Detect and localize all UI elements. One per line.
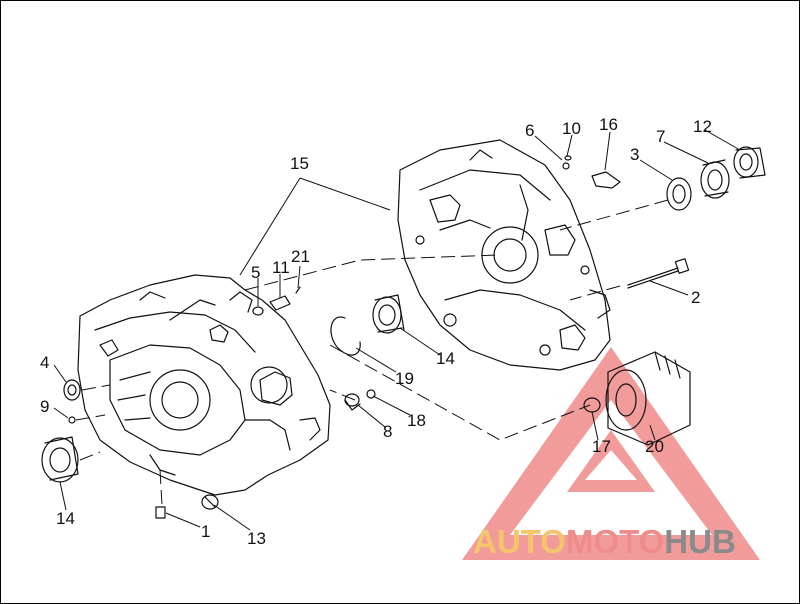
callout-15: 15 [290,154,309,173]
callout-4: 4 [40,353,50,372]
assembly-lines [75,199,669,506]
callout-16: 16 [599,115,618,134]
sleeve-12 [733,146,766,179]
parts-6-10 [562,155,572,170]
left-crankcase [77,274,331,496]
sensor-11 [269,295,291,311]
callout-7: 7 [656,127,666,146]
fitting-1 [155,506,166,519]
seal-4 [63,379,81,401]
bearing-14-left [41,436,79,483]
callout-14-left: 14 [56,509,75,528]
seal-3 [666,177,692,211]
callout-8: 8 [383,422,393,441]
callout-17: 17 [592,437,611,456]
callout-5: 5 [251,263,261,282]
watermark-logo: AUTOMOTOHUB [473,523,736,561]
callout-19: 19 [395,369,414,388]
leader-lines [53,129,741,531]
callout-9: 9 [40,397,50,416]
o-ring-5 [252,306,264,316]
callout-18: 18 [407,411,426,430]
plate-16 [591,171,621,189]
callout-6: 6 [525,121,535,140]
watermark-triangle [462,347,760,560]
bearing-7 [700,159,730,199]
pin-21 [295,286,301,294]
plug-13 [201,494,219,510]
watermark-moto: MOTO [565,523,665,560]
o-ring-18 [366,389,376,399]
callout-13: 13 [247,529,266,548]
callout-21: 21 [291,247,310,266]
callout-1: 1 [201,522,211,541]
watermark-hub: HUB [664,523,736,560]
callout-14-right: 14 [436,349,455,368]
oil-filter [605,351,691,446]
callout-10: 10 [562,119,581,138]
callout-3: 3 [630,145,640,164]
bolt-2 [627,258,690,289]
bearing-14-right [372,294,405,334]
dowel-8 [344,393,361,411]
right-crankcase [397,139,611,371]
callout-20: 20 [645,437,664,456]
retaining-ring-19 [330,316,361,356]
callout-2: 2 [691,288,701,307]
pin-9 [68,416,76,424]
watermark-auto: AUTO [473,523,566,560]
callout-12: 12 [693,117,712,136]
callout-11: 11 [272,258,290,277]
